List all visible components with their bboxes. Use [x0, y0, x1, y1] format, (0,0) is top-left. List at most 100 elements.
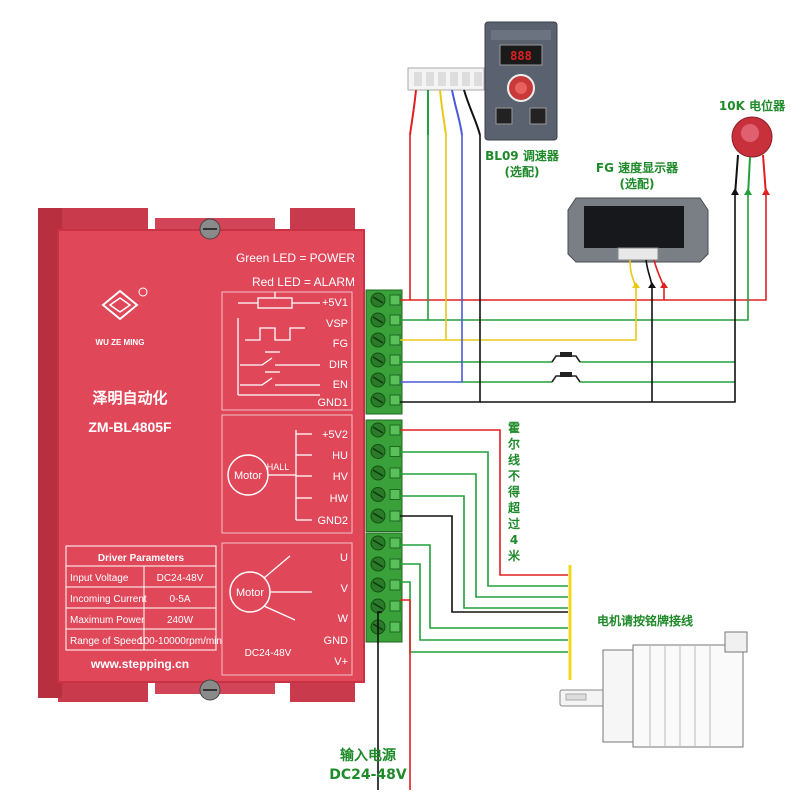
driver-parameters-table: Driver Parameters Input Voltage DC24-48V… [65, 545, 222, 651]
bldc-motor-icon [559, 631, 748, 748]
pin-label: HV [333, 471, 349, 483]
params-title: Driver Parameters [98, 553, 185, 564]
terminal-socket[interactable] [389, 621, 401, 633]
wire-hall-hw [400, 495, 568, 609]
wire-fg-display [446, 288, 637, 341]
terminal-socket[interactable] [389, 558, 401, 570]
logo-name: WU ZE MING [96, 338, 145, 347]
terminal-socket[interactable] [389, 314, 401, 326]
param-label: Maximum Power [70, 615, 145, 626]
pot-label: 10K 电位器 [719, 98, 786, 113]
wire-w [400, 581, 568, 653]
bl09-connector [407, 67, 485, 136]
motor-note: 电机请按铭牌接线 [597, 613, 693, 628]
wire-hall-hu [400, 451, 568, 587]
pin-label: EN [333, 379, 348, 391]
hall-terminal-block [365, 419, 403, 532]
bl09-switch-icon [495, 107, 513, 125]
param-label: Incoming Current [70, 594, 147, 605]
wire-5v1-fg [410, 288, 665, 301]
switch-symbol-icon [240, 357, 273, 366]
param-value: 0-5A [169, 594, 190, 605]
hall-panel: Motor HALL [221, 414, 353, 534]
terminal-socket[interactable] [389, 446, 401, 457]
param-value: 240W [167, 615, 194, 626]
terminal-socket[interactable] [389, 537, 401, 549]
pin-label: GND2 [317, 515, 348, 527]
terminal-blocks [365, 289, 403, 643]
bl09-note: (选配) [505, 164, 540, 179]
wiring [377, 135, 767, 790]
driver-unit: WU ZE MING 泽明自动化 ZM-BL4805F Green LED = … [38, 208, 365, 702]
bl09-switch-icon [529, 107, 547, 125]
signal-pin-labels: +5V1 VSP FG DIR EN GND1 [317, 297, 348, 409]
pin-label: VSP [326, 318, 348, 330]
potentiometer-10k-icon [731, 116, 773, 196]
bl09-display [499, 44, 543, 66]
terminal-socket[interactable] [389, 334, 401, 346]
pin-label: HW [330, 493, 349, 505]
model-number: ZM-BL4805F [88, 419, 172, 435]
brand-name: 泽明自动化 [92, 389, 167, 407]
pin-label: U [340, 552, 348, 564]
wire-power-gnd [377, 611, 382, 790]
pin-label: GND1 [317, 397, 348, 409]
pin-label: FG [333, 338, 348, 350]
param-label: Range of Speed [70, 636, 142, 647]
wire-hall-hv [400, 473, 568, 598]
terminal-socket[interactable] [389, 394, 401, 406]
fg-screen [584, 206, 684, 248]
terminal-socket[interactable] [389, 424, 401, 436]
hall-note-char: 线 [508, 452, 520, 467]
wire-hall-gnd2 [400, 515, 568, 613]
pin-label: HU [332, 450, 348, 462]
hall-motor-label: Motor [234, 470, 262, 482]
terminal-socket[interactable] [389, 600, 401, 612]
led-green-label: Green LED = POWER [236, 251, 355, 265]
pin-label: GND [324, 635, 349, 647]
svg-text:888: 888 [510, 49, 532, 63]
brand-logo-icon [101, 287, 148, 321]
wire-5v1-pot [664, 195, 767, 301]
wire-hall-5v2 [400, 429, 568, 576]
led-red-label: Red LED = ALARM [252, 275, 355, 289]
terminal-socket[interactable] [389, 467, 401, 479]
signal-panel [221, 291, 353, 411]
terminal-socket[interactable] [389, 354, 401, 366]
terminal-socket[interactable] [389, 294, 401, 306]
switch-symbol-icon [240, 377, 273, 386]
hall-note-char: 尔 [508, 436, 520, 451]
terminal-socket[interactable] [389, 489, 401, 500]
hall-note-char: 过 [508, 516, 520, 531]
power-terminal-block [365, 532, 403, 643]
terminal-socket[interactable] [389, 510, 401, 522]
driver-face [58, 230, 364, 682]
terminal-socket[interactable] [389, 374, 401, 386]
param-label: Input Voltage [70, 573, 129, 584]
fg-speed-display [567, 197, 709, 289]
wire-v [400, 563, 568, 641]
wire-power-vplus [400, 599, 411, 790]
pin-label: +5V1 [322, 297, 348, 309]
power-input-voltage: DC24-48V [329, 767, 407, 783]
website-label: www.stepping.cn [90, 657, 189, 671]
hall-note-char: 不 [508, 469, 520, 483]
power-pin-labels: U V W GND V+ [324, 552, 349, 668]
pulse-symbol-icon [245, 327, 305, 341]
bl09-speed-controller: 888 [484, 21, 558, 141]
pin-label: W [338, 613, 349, 625]
param-value: 100-10000rpm/min [138, 636, 222, 647]
pin-label: DIR [329, 359, 348, 371]
power-input-title: 输入电源 [340, 747, 396, 764]
hall-note-char: 4 [510, 533, 518, 547]
wire-vsp-bl09 [400, 135, 429, 321]
power-motor-label: Motor [236, 587, 264, 599]
power-voltage-label: DC24-48V [245, 648, 292, 659]
wire-gnd1-pot [480, 195, 736, 403]
hall-note: 霍 尔 线 不 得 超 过 4 米 [507, 421, 521, 563]
terminal-socket[interactable] [389, 579, 401, 591]
wire-u [400, 544, 568, 629]
hall-pin-labels: +5V2 HU HV HW GND2 [317, 429, 348, 527]
signal-terminal-block [365, 289, 403, 415]
